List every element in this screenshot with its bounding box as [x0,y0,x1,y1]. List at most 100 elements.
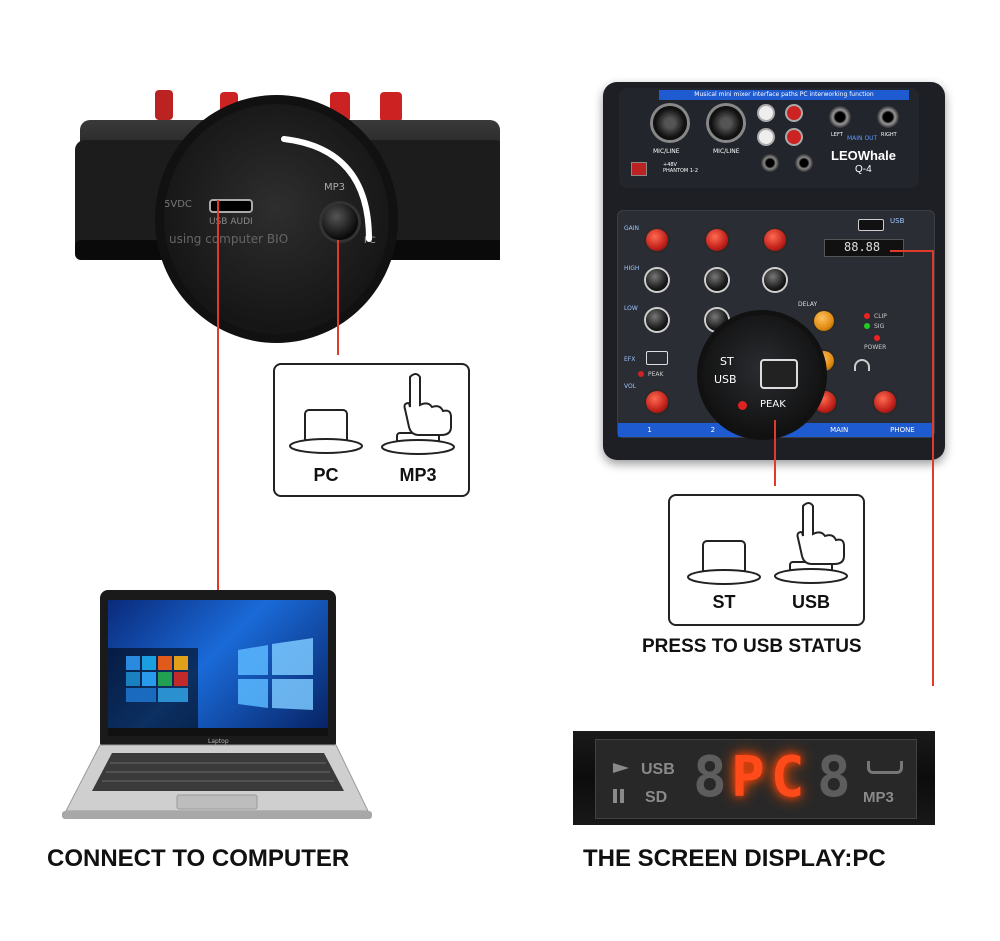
play-icon [613,763,629,773]
caption-press-usb: PRESS TO USB STATUS [642,636,862,657]
mp3-indicator: MP3 [863,789,894,806]
usb-indicator: USB [641,761,675,778]
tile-icon [174,672,188,686]
switch-label: MP3 [324,182,346,193]
st-usb-switch-diagram: ST USB [668,494,865,626]
mixer-top-panel: Musical mini mixer interface paths PC in… [619,88,919,188]
rca-left-white [759,106,773,120]
high-knob-1[interactable] [646,269,668,291]
sd-indicator: SD [645,789,668,806]
tile-icon [142,672,156,686]
pc-mp3-switch-diagram: PC MP3 [273,363,470,497]
display-readout: PC [731,745,811,810]
lcd-display [824,239,904,257]
gain-knob-3[interactable] [764,229,786,251]
main-out-right-jack [877,106,899,128]
mp3-pc-switch-button[interactable] [322,204,358,240]
model-label: Q-4 [855,164,872,175]
mixer-magnifier-circle: ST USB PEAK [697,310,827,440]
display-dim-digit: 8 [693,745,727,810]
gain-knob-1[interactable] [646,229,668,251]
mic-line-label: MIC/LINE [713,148,740,155]
brand-logo: LEOWhale [831,148,897,163]
tile-icon [158,656,172,670]
laptop: Laptop [62,588,372,828]
peak-led [738,401,747,410]
right-label: RIGHT [881,132,897,138]
peak-led [638,371,644,377]
power-label: POWER [864,344,887,351]
main-out-left-jack [829,106,851,128]
jack-input [795,154,813,172]
laptop-brand: Laptop [208,738,229,745]
display-window [595,739,917,819]
main-out-label: MAIN OUT [847,135,878,142]
headphone-icon [854,359,870,371]
peak-label: PEAK [760,399,786,410]
display-dim-digit: 8 [817,745,851,810]
tile-icon [126,688,156,702]
mic-input-1 [653,106,687,140]
tile-icon [158,688,188,702]
usb-label: USB [791,592,830,612]
laptop-base [62,744,372,819]
connector-line-switch [337,240,339,355]
taskbar [108,728,328,736]
lcd-digits: 88.88 [844,240,881,254]
low-knob-1[interactable] [646,309,668,331]
high-knob-2[interactable] [706,269,728,291]
display-strip: USB SD 8 PC 8 MP3 [573,731,935,825]
magnifier-circle: 5VDC USB AUDI MP3 PC using computer BIO [155,95,398,343]
mp3-label: MP3 [399,465,437,485]
tile-icon [126,672,140,686]
jack-input [761,154,779,172]
phone-vol-knob[interactable] [874,391,896,413]
clip-label: CLIP [874,313,887,320]
rca-right-red [787,130,801,144]
pause-icon [613,789,617,803]
phantom-switch[interactable] [631,162,647,176]
channel-main-label: MAIN [830,426,849,434]
windows-logo-icon [238,638,313,710]
st-usb-toggle-button[interactable] [760,359,798,389]
high-knob-3[interactable] [764,269,786,291]
channel-1-label: 1 [647,426,652,434]
usb-port [858,219,884,231]
caption-connect-computer: CONNECT TO COMPUTER [47,845,350,872]
usb-label: USB [890,217,905,225]
switch-states-icon [687,502,848,585]
tile-icon [174,656,188,670]
gain-label: GAIN [624,225,640,232]
repeat-icon [867,761,903,774]
mic-line-label: MIC/LINE [653,148,680,155]
laptop-screen [108,600,328,736]
connector-line-display-h [890,250,934,252]
usb-audio-label: USB AUDI [209,217,253,227]
usb-mode-label: USB [714,373,737,386]
peak-label: PEAK [648,371,664,378]
connector-line-toggle [774,420,776,486]
usb-port [209,199,253,213]
switch-states-icon [289,373,455,455]
tile-icon [158,672,172,686]
vol-knob-1[interactable] [646,391,668,413]
port-label: 5VDC [164,199,192,210]
low-label: LOW [624,305,638,312]
rca-right-red [787,106,801,120]
st-label: ST [712,592,736,612]
rca-left-white [759,130,773,144]
high-label: HIGH [624,265,640,272]
caption-screen-display: THE SCREEN DISPLAY:PC [583,845,886,872]
efx-button[interactable] [646,351,668,365]
switch-arrow-icon [281,136,372,242]
connector-line-usb [217,200,219,590]
delay-knob[interactable] [814,311,834,331]
mic-input-2 [709,106,743,140]
channel-2-label: 2 [710,426,716,434]
gain-knob-2[interactable] [706,229,728,251]
mixer-banner: Musical mini mixer interface paths PC in… [659,90,909,100]
tile-icon [126,656,140,670]
power-led [874,335,880,341]
connector-line-display-v [932,250,934,686]
sig-led [864,323,870,329]
